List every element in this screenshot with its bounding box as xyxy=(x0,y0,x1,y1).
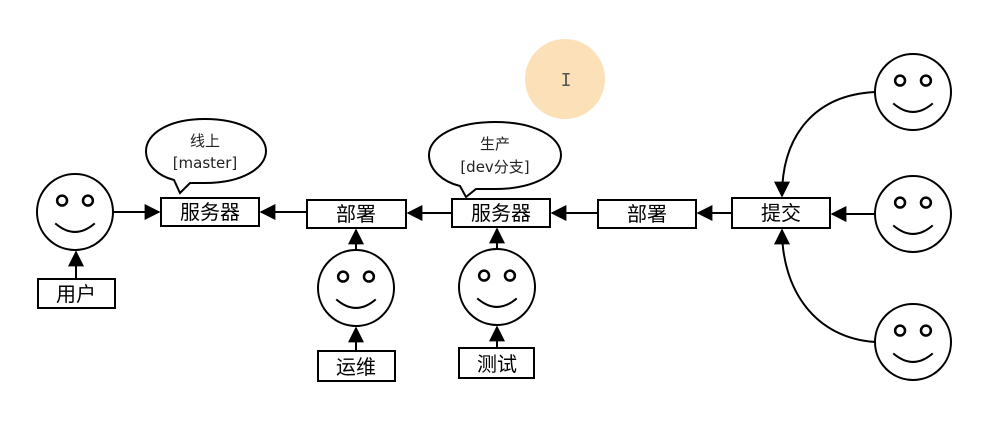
face-eye-right xyxy=(919,196,933,209)
server-dev-label: 服务器 xyxy=(471,201,531,225)
face-eye-left xyxy=(477,269,491,282)
commit-box: 提交 xyxy=(731,197,831,229)
smiley-face-icon xyxy=(874,53,952,131)
smiley-face-icon xyxy=(874,175,952,253)
text-cursor-icon: I xyxy=(525,39,605,119)
face-mouth xyxy=(476,297,518,308)
deploy-dev-box: 部署 xyxy=(597,199,697,229)
face-eye-left xyxy=(893,74,907,87)
deploy-online-label: 部署 xyxy=(336,202,376,226)
test-label: 测试 xyxy=(477,352,517,376)
user-label: 用户 xyxy=(56,282,96,306)
arrow-bottom-dev-to-commit xyxy=(774,228,876,343)
face-eye-right xyxy=(362,270,376,283)
face-mouth xyxy=(335,298,377,309)
face-mouth xyxy=(892,102,934,113)
bubble-online-line2: [master] xyxy=(173,154,238,172)
smiley-face-icon xyxy=(317,249,395,327)
ops-label: 运维 xyxy=(336,355,376,379)
cursor-glyph: I xyxy=(561,70,572,91)
deploy-online-box: 部署 xyxy=(306,199,407,229)
smiley-face-icon xyxy=(458,248,536,326)
deploy-dev-label: 部署 xyxy=(627,202,667,226)
bubble-dev-line2: [dev分支] xyxy=(460,158,529,176)
face-eye-right xyxy=(81,194,95,207)
face-outline xyxy=(317,249,395,327)
face-eye-left xyxy=(893,324,907,337)
ops-label-box: 运维 xyxy=(317,350,396,382)
face-outline xyxy=(874,53,952,131)
arrow-top-dev-to-commit xyxy=(774,91,876,198)
server-online-box: 服务器 xyxy=(160,197,260,227)
face-outline xyxy=(874,175,952,253)
face-outline xyxy=(874,303,952,381)
bubble-dev-line1: 生产 xyxy=(480,135,510,153)
commit-label: 提交 xyxy=(761,201,801,225)
face-mouth xyxy=(54,222,96,233)
test-label-box: 测试 xyxy=(458,347,535,379)
face-eye-right xyxy=(919,324,933,337)
server-dev-box: 服务器 xyxy=(451,198,551,228)
face-eye-left xyxy=(55,194,69,207)
bubble-dev: 生产 [dev分支] xyxy=(427,120,563,199)
face-mouth xyxy=(892,352,934,363)
face-eye-right xyxy=(919,74,933,87)
bubble-online: 线上 [master] xyxy=(144,117,268,195)
face-eye-left xyxy=(336,270,350,283)
face-mouth xyxy=(892,224,934,235)
smiley-face-icon xyxy=(36,173,114,251)
face-outline xyxy=(458,248,536,326)
server-online-label: 服务器 xyxy=(180,200,240,224)
bubble-online-line1: 线上 xyxy=(190,132,220,150)
smiley-face-icon xyxy=(874,303,952,381)
face-eye-right xyxy=(503,269,517,282)
face-eye-left xyxy=(893,196,907,209)
face-outline xyxy=(36,173,114,251)
user-label-box: 用户 xyxy=(37,278,116,309)
